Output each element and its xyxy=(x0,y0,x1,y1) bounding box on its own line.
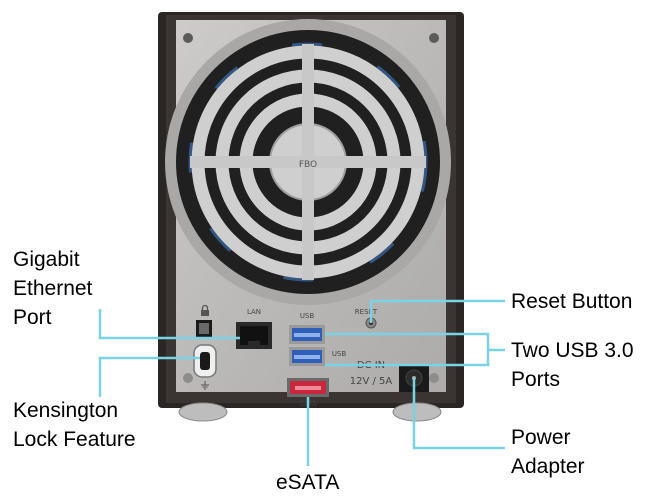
callout-kensington-lock: Kensington Lock Feature xyxy=(13,396,136,454)
usb-line-2: Ports xyxy=(511,368,561,391)
kensington-lock-slot xyxy=(193,304,217,390)
reset-line-1: Reset Button xyxy=(511,290,633,313)
power-line-2: Adapter xyxy=(511,455,585,478)
callout-gigabit-ethernet-port: Gigabit Ethernet Port xyxy=(13,245,92,332)
cooling-fan: FBO xyxy=(165,19,451,305)
callout-reset-button: Reset Button xyxy=(511,287,632,316)
usb-line-1: Two USB 3.0 xyxy=(511,339,634,362)
gigabit-line-2: Ethernet xyxy=(13,277,93,300)
gigabit-line-3: Port xyxy=(13,306,52,329)
gigabit-leader xyxy=(98,309,240,340)
reset-label: RESET xyxy=(355,308,378,316)
lan-port: LAN xyxy=(236,308,272,349)
power-line-1: Power xyxy=(511,426,571,449)
gigabit-line-1: Gigabit xyxy=(13,248,80,271)
callout-usb-ports: Two USB 3.0 Ports xyxy=(511,336,634,394)
fan-label: FBO xyxy=(299,160,317,170)
power-leader xyxy=(412,378,505,450)
lan-label: LAN xyxy=(247,308,261,316)
kensington-leader xyxy=(98,356,200,397)
callout-lines xyxy=(98,299,505,466)
reset-leader xyxy=(369,299,505,323)
usb-top-label: USB xyxy=(300,312,315,320)
esata-line-1: eSATA xyxy=(276,471,340,494)
callout-esata: eSATA xyxy=(276,468,339,497)
kensington-line-1: Kensington xyxy=(13,399,119,422)
voltage-label: 12V / 5A xyxy=(350,376,393,387)
ground-icon xyxy=(201,381,209,390)
usb-leader xyxy=(325,332,505,367)
nas-feet xyxy=(178,402,442,422)
lock-icon xyxy=(201,304,209,316)
usb-bottom-label: USB xyxy=(332,350,347,358)
kensington-line-2: Lock Feature xyxy=(13,428,136,451)
callout-power-adapter: Power Adapter xyxy=(511,423,585,481)
usb-ports: USB USB xyxy=(289,312,346,366)
